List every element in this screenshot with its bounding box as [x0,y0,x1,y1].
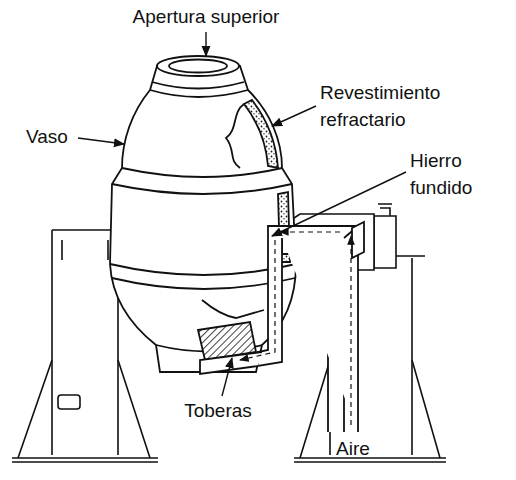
right-support [378,204,392,216]
air-flow [280,231,340,232]
leader-line [272,172,406,236]
part-label: Toberas [184,398,252,425]
vessel [226,104,244,168]
part-label: Hierro fundido [410,148,510,201]
leader-line [205,32,206,56]
vessel [202,300,264,318]
leader-line [272,106,316,126]
air-flow [240,240,275,360]
air-flow [240,232,351,425]
air-pipe [258,226,358,432]
vessel [169,60,227,73]
air-pipe [352,222,364,258]
right-support [374,216,396,268]
air-flow [350,236,351,425]
left-support [62,240,108,260]
part-label: Apertura superior [133,4,280,31]
leader-line [78,138,124,144]
vessel [157,56,239,76]
part-label: Revestimiento refractario [320,80,508,133]
leader-line [222,358,232,396]
left-support [12,360,158,462]
part-label: Vaso [26,124,68,151]
right-support [294,360,446,462]
vessel [244,100,278,168]
left-support [58,395,80,409]
part-label: Aire [336,436,370,463]
